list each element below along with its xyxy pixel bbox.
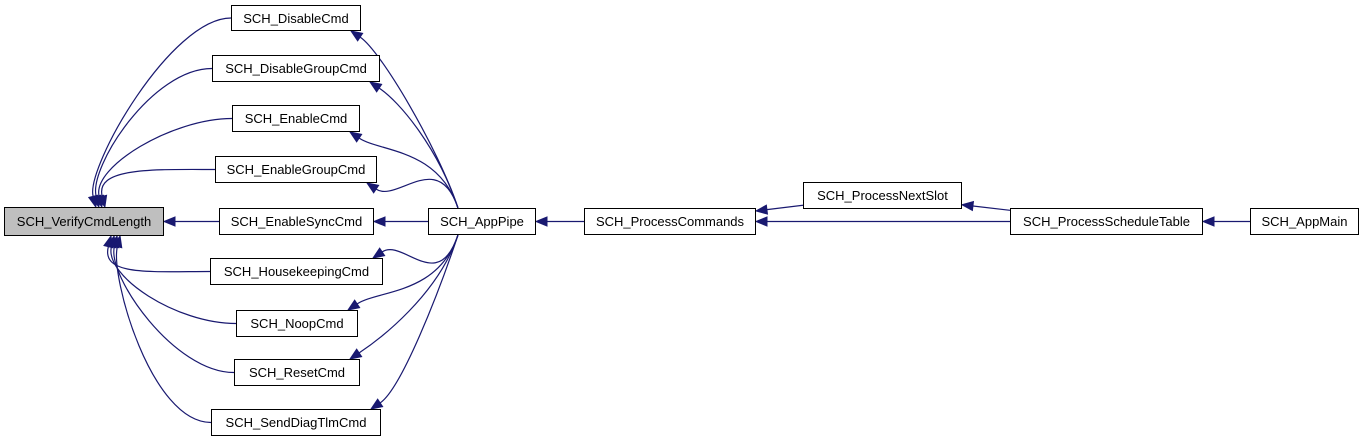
edge-app-pipe-to-send-diag <box>379 234 459 404</box>
edge-process-next-slot-to-process-commands <box>766 204 804 211</box>
node-label: SCH_NoopCmd <box>250 316 344 331</box>
node-label: SCH_AppMain <box>1261 214 1348 229</box>
node-sch-enablegroupcmd[interactable]: SCH_EnableGroupCmd <box>215 156 377 183</box>
edge-process-commands-to-app-pipe-arrowhead <box>534 216 548 227</box>
node-label: SCH_ProcessCommands <box>595 214 745 229</box>
node-label: SCH_HousekeepingCmd <box>223 264 370 279</box>
node-label: SCH_AppPipe <box>440 214 524 229</box>
node-label: SCH_EnableCmd <box>244 111 348 126</box>
edge-process-next-slot-to-process-commands-arrowhead <box>754 204 769 215</box>
node-label: SCH_DisableGroupCmd <box>225 61 367 76</box>
node-sch-disablegroupcmd[interactable]: SCH_DisableGroupCmd <box>212 55 380 82</box>
edge-reset-to-verify <box>113 246 235 374</box>
edge-app-pipe-to-reset <box>358 234 459 354</box>
node-sch-enablesynccmd[interactable]: SCH_EnableSyncCmd <box>219 208 374 235</box>
node-sch-disablecmd[interactable]: SCH_DisableCmd <box>231 5 361 31</box>
node-sch-housekeepingcmd[interactable]: SCH_HousekeepingCmd <box>210 258 383 285</box>
node-label: SCH_ProcessScheduleTable <box>1023 214 1190 229</box>
node-sch-verifycmdlength: SCH_VerifyCmdLength <box>4 207 164 236</box>
edge-send-diag-to-verify <box>115 246 212 424</box>
edge-enable-to-verify <box>98 117 233 197</box>
node-sch-processnextslot[interactable]: SCH_ProcessNextSlot <box>803 182 962 209</box>
edge-app-pipe-to-reset-arrowhead <box>348 348 363 360</box>
edge-housekeeping-to-verify <box>107 246 211 273</box>
edge-enable-group-to-verify-arrowhead <box>97 194 108 209</box>
node-label: SCH_SendDiagTlmCmd <box>225 415 367 430</box>
edge-app-pipe-to-enable-group <box>375 178 459 209</box>
node-sch-enablecmd[interactable]: SCH_EnableCmd <box>232 105 360 132</box>
node-label: SCH_DisableCmd <box>243 10 349 26</box>
edge-app-pipe-to-housekeeping-arrowhead <box>371 247 386 259</box>
edge-send-diag-to-verify-arrowhead <box>112 234 123 249</box>
node-sch-processcommands[interactable]: SCH_ProcessCommands <box>584 208 756 235</box>
node-sch-resetcmd[interactable]: SCH_ResetCmd <box>234 359 360 386</box>
edge-app-pipe-to-disable <box>359 36 459 209</box>
node-sch-noopcmd[interactable]: SCH_NoopCmd <box>236 310 358 337</box>
edge-disable-group-to-verify <box>95 67 213 197</box>
edge-app-pipe-to-send-diag-arrowhead <box>369 398 384 410</box>
edge-app-pipe-to-enable-arrowhead <box>348 131 363 143</box>
edge-process-schedule-table-to-process-commands-arrowhead <box>754 216 768 227</box>
node-label: SCH_EnableSyncCmd <box>230 214 363 229</box>
node-label: SCH_EnableGroupCmd <box>226 162 366 177</box>
edge-app-pipe-to-noop-arrowhead <box>346 299 361 311</box>
edge-disable-to-verify <box>92 17 232 197</box>
edge-process-schedule-table-to-process-next-slot-arrowhead <box>960 200 975 212</box>
edge-app-pipe-to-disable-group-arrowhead <box>368 81 383 93</box>
edge-app-pipe-to-enable-sync-arrowhead <box>372 216 386 227</box>
node-label: SCH_ResetCmd <box>248 365 346 380</box>
edge-app-pipe-to-enable-group-arrowhead <box>365 182 380 194</box>
edge-app-pipe-to-disable-arrowhead <box>349 30 364 42</box>
edge-enable-sync-to-verify-arrowhead <box>162 216 176 227</box>
node-sch-processscheduletable[interactable]: SCH_ProcessScheduleTable <box>1010 208 1203 235</box>
node-sch-apppipe[interactable]: SCH_AppPipe <box>428 208 536 235</box>
edge-app-pipe-to-enable <box>358 137 459 209</box>
edge-app-main-to-process-schedule-table-arrowhead <box>1201 216 1215 227</box>
node-label: SCH_VerifyCmdLength <box>16 214 152 229</box>
edge-enable-group-to-verify <box>101 168 216 197</box>
edge-process-schedule-table-to-process-next-slot <box>972 205 1011 211</box>
node-sch-appmain[interactable]: SCH_AppMain <box>1250 208 1359 235</box>
edge-app-pipe-to-housekeeping <box>381 234 459 264</box>
node-label: SCH_ProcessNextSlot <box>817 188 948 203</box>
node-sch-senddiagtlmcmd[interactable]: SCH_SendDiagTlmCmd <box>211 409 381 436</box>
edge-noop-to-verify <box>110 246 237 325</box>
